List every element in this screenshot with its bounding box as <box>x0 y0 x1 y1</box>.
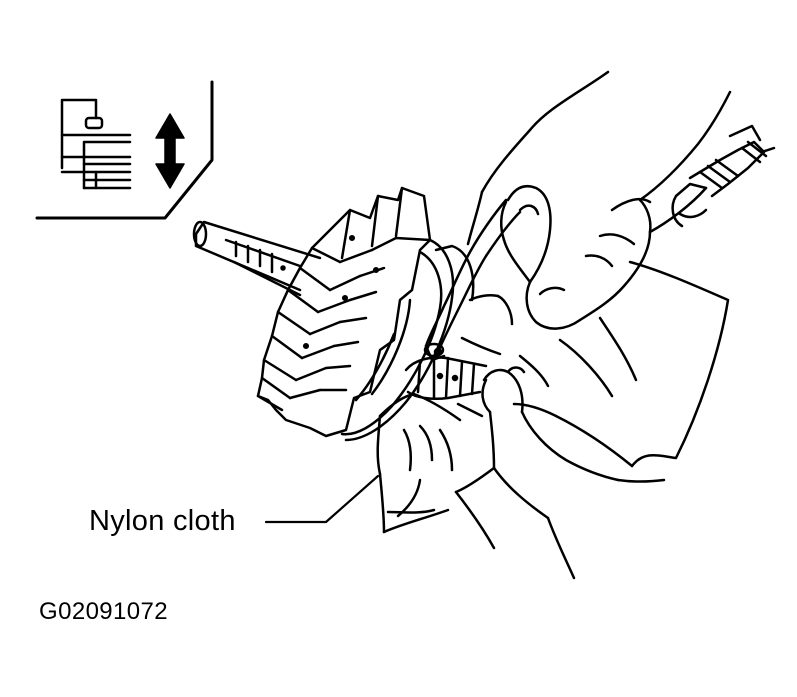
air-gun-nozzle <box>423 198 522 362</box>
nylon-cloth-label: Nylon cloth <box>89 505 236 537</box>
clutch-pack-position-icon <box>60 98 132 190</box>
callout-leader-line <box>264 474 380 524</box>
hand-holding-cloth <box>454 366 666 580</box>
nylon-cloth-shape <box>460 260 730 468</box>
clutch-hub-collar <box>404 356 488 400</box>
double-arrow-up-down-icon <box>155 113 185 189</box>
inset-box <box>35 80 214 220</box>
figure-code-label: G02091072 <box>39 598 169 625</box>
clutch-drum <box>256 186 475 442</box>
hand-holding-air-gun <box>466 70 776 330</box>
cloth-front-drape <box>376 392 484 534</box>
input-shaft <box>192 220 322 297</box>
